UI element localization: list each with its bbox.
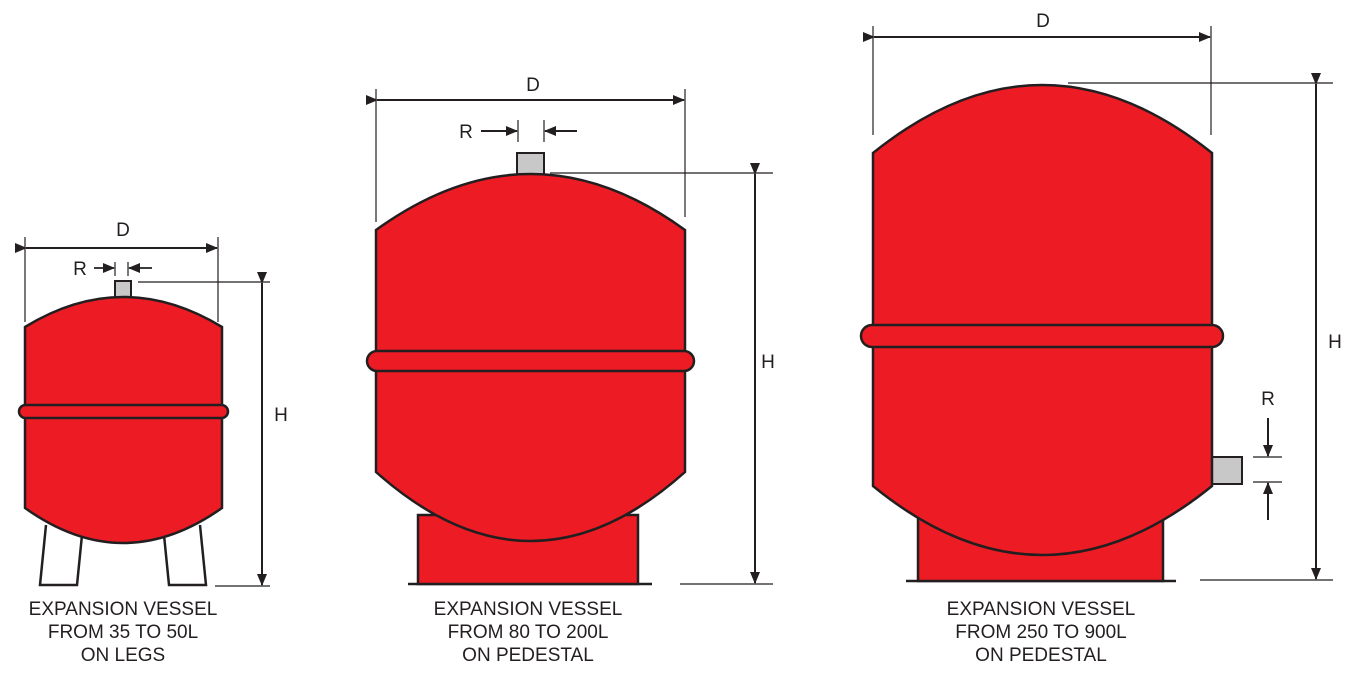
small-vessel-left-leg bbox=[38, 524, 84, 587]
caption-line: FROM 250 TO 900L bbox=[955, 622, 1127, 643]
caption-line: ON LEGS bbox=[80, 645, 166, 666]
caption-line: ON PEDESTAL bbox=[462, 645, 594, 666]
medium-vessel-diameter-label: D bbox=[526, 75, 540, 96]
large-vessel-diameter-label: D bbox=[1036, 11, 1050, 32]
caption-line: EXPANSION VESSEL bbox=[946, 599, 1136, 620]
large-vessel-connection-label: R bbox=[1261, 389, 1275, 410]
small-vessel-height-label: H bbox=[274, 405, 288, 426]
medium-vessel: D R H bbox=[365, 75, 775, 586]
medium-vessel-height-label: H bbox=[761, 352, 775, 373]
caption-line: FROM 35 TO 50L bbox=[47, 622, 199, 643]
small-vessel-right-leg bbox=[162, 524, 208, 587]
large-vessel-body bbox=[871, 83, 1214, 557]
large-vessel-band bbox=[859, 323, 1225, 349]
large-vessel-side-fitting bbox=[1209, 456, 1243, 485]
caption-line: FROM 80 TO 200L bbox=[447, 622, 609, 643]
caption-line: EXPANSION VESSEL bbox=[433, 599, 623, 620]
large-vessel: D H R bbox=[859, 11, 1342, 583]
large-vessel-caption: EXPANSION VESSEL FROM 250 TO 900L ON PED… bbox=[891, 598, 1191, 667]
caption-line: ON PEDESTAL bbox=[975, 645, 1107, 666]
small-vessel-body bbox=[23, 295, 224, 545]
large-vessel-height-label: H bbox=[1328, 332, 1342, 353]
medium-vessel-connection-label: R bbox=[459, 122, 473, 143]
small-vessel-band bbox=[17, 403, 230, 420]
caption-line: EXPANSION VESSEL bbox=[28, 599, 218, 620]
small-vessel: D R H bbox=[15, 220, 288, 587]
small-vessel-top-fitting bbox=[114, 280, 132, 299]
medium-vessel-caption: EXPANSION VESSEL FROM 80 TO 200L ON PEDE… bbox=[378, 598, 678, 667]
small-vessel-connection-label: R bbox=[73, 259, 87, 280]
medium-vessel-band bbox=[365, 349, 696, 373]
small-vessel-diameter-label: D bbox=[116, 220, 130, 241]
small-vessel-caption: EXPANSION VESSEL FROM 35 TO 50L ON LEGS bbox=[0, 598, 273, 667]
